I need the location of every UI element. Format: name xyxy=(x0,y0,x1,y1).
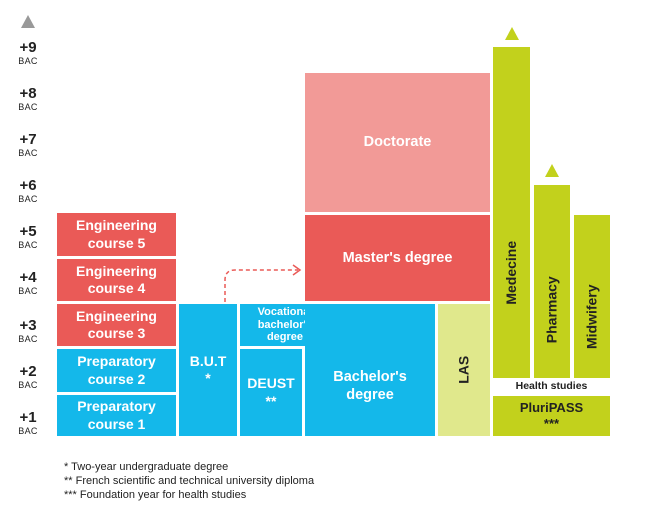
health-studies-label: Health studies xyxy=(515,380,588,392)
footnote: *** Foundation year for health studies xyxy=(64,489,247,501)
preparatory-course-2-box: Preparatory course 2 xyxy=(57,349,176,392)
pluripass-box: PluriPASS *** xyxy=(493,396,610,436)
footnotes: * Two-year undergraduate degree ** Frenc… xyxy=(64,460,314,502)
las-box: LAS xyxy=(438,304,490,436)
deust-box: DEUST ** xyxy=(240,349,302,436)
doctorate-box: Doctorate xyxy=(305,73,490,212)
medecine-box: Medecine xyxy=(493,47,530,378)
midwifery-box: Midwifery xyxy=(574,215,610,378)
pharmacy-box: Pharmacy xyxy=(534,185,570,378)
engineering-course-5-box: Engineering course 5 xyxy=(57,213,176,256)
engineering-course-4-box: Engineering course 4 xyxy=(57,259,176,301)
master-degree-box: Master's degree xyxy=(305,215,490,301)
bachelor-notch xyxy=(305,304,330,349)
footnote: ** French scientific and technical unive… xyxy=(64,475,315,487)
medecine-arrow-icon xyxy=(505,27,519,40)
preparatory-course-1-box: Preparatory course 1 xyxy=(57,395,176,436)
pharmacy-arrow-icon xyxy=(545,164,559,177)
but-box: B.U.T * xyxy=(179,304,237,436)
engineering-course-3-box: Engineering course 3 xyxy=(57,304,176,346)
footnote: * Two-year undergraduate degree xyxy=(64,461,229,473)
bachelor-degree-box: Bachelor's degree xyxy=(305,304,435,436)
axis-up-arrow-icon xyxy=(21,15,35,28)
